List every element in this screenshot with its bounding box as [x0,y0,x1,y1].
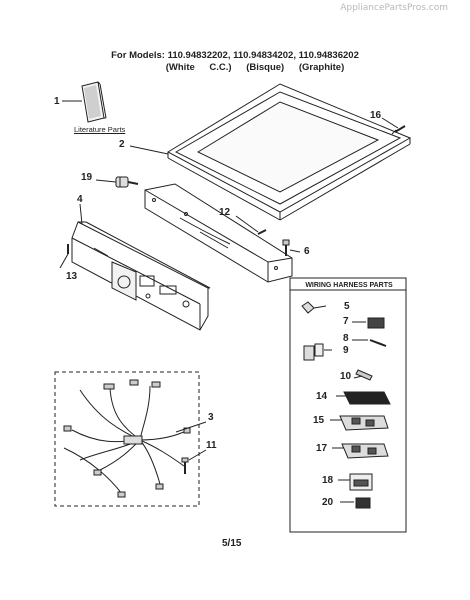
harness-part-14[interactable] [336,391,391,405]
console-bracket[interactable] [144,183,293,283]
callout-20: 20 [322,497,334,508]
callout-16: 16 [370,110,382,121]
callout-10: 10 [340,371,352,382]
callout-18: 18 [322,475,334,486]
callout-8: 8 [343,333,349,344]
wiring-harness[interactable] [54,371,200,507]
top-lid[interactable] [166,83,412,221]
callout-9: 9 [343,345,349,356]
literature-parts-label: Literature Parts [74,125,126,134]
callout-17: 17 [316,443,328,454]
model-header: For Models: 110.94832202, 110.94834202, … [0,50,470,74]
harness-parts-box [289,277,407,533]
callout-14: 14 [316,391,328,402]
callout-2: 2 [119,139,125,150]
callout-3: 3 [208,412,214,423]
callout-7: 7 [343,316,349,327]
harness-part-15[interactable] [330,415,389,431]
callout-11: 11 [206,440,217,451]
harness-part-17[interactable] [332,443,389,459]
harness-part-5[interactable] [301,301,327,314]
callout-13: 13 [66,271,78,282]
screw-11[interactable] [181,457,189,474]
color-graphite: (Graphite) [298,62,345,73]
callout-4: 4 [77,194,83,205]
model-list: For Models: 110.94832202, 110.94834202, … [111,50,359,61]
screw-12[interactable] [257,229,267,235]
knob-19[interactable] [115,176,139,188]
harness-part-7[interactable] [352,317,385,329]
bolt-6[interactable] [282,239,290,256]
callout-15: 15 [313,415,325,426]
callout-12: 12 [219,207,231,218]
page-number: 5/15 [222,538,242,549]
watermark: AppliancePartsPros.com [340,3,448,13]
color-bisque: (Bisque) [246,62,285,73]
harness-part-10[interactable] [353,369,373,381]
callout-19: 19 [81,172,93,183]
harness-part-18[interactable] [338,473,373,491]
color-white: (White C.C.) [165,62,232,73]
harness-part-9[interactable] [303,343,332,361]
literature-booklet[interactable] [81,81,107,123]
callout-5: 5 [344,301,350,312]
harness-part-8[interactable] [352,339,387,347]
console-panel[interactable] [71,221,211,331]
harness-part-20[interactable] [340,497,371,509]
callout-6: 6 [304,246,310,257]
harness-box-title: WIRING HARNESS PARTS [305,282,393,289]
callout-1: 1 [54,96,60,107]
color-list: (White C.C.) (Bisque) (Graphite) [0,62,470,74]
screw-16[interactable] [391,125,406,135]
